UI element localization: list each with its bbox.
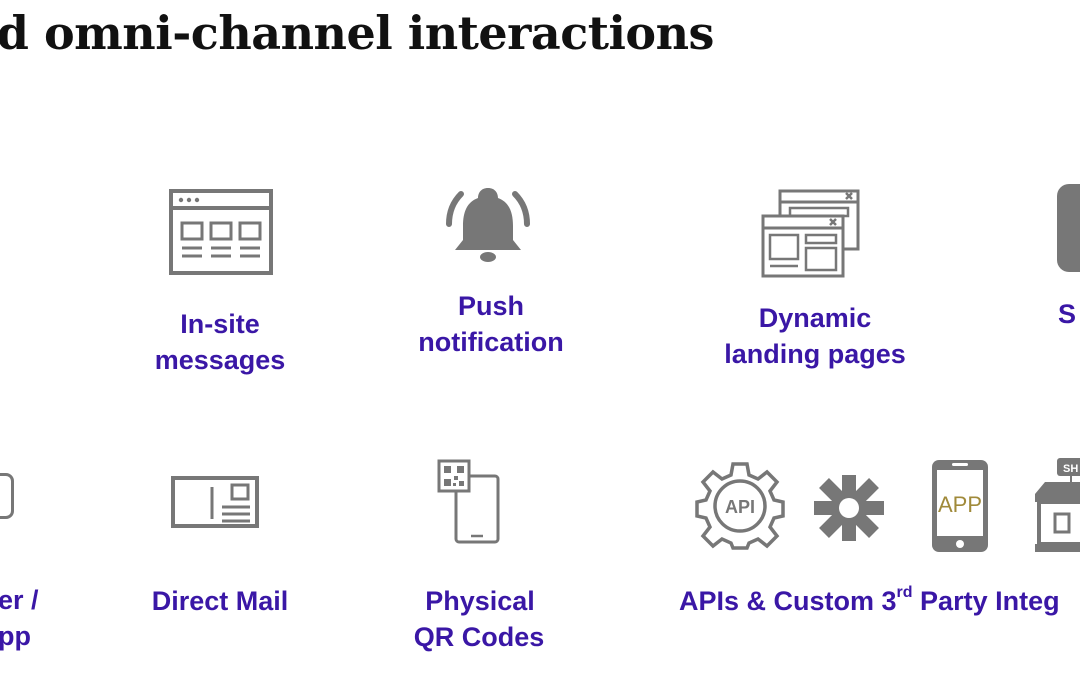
postcard-icon [171,476,259,528]
asterisk-icon [814,475,884,541]
tablet-qr-icon [437,459,500,544]
bell-icon [446,188,530,262]
partial-left-label: er / pp [0,585,39,651]
app-phone-icon: APP [932,460,988,552]
shop-icon: SH [1035,458,1080,552]
app-phone-text: APP [938,492,982,517]
physical-qr-codes-label: Physical QR Codes [413,586,545,652]
stacked-windows-icon [761,189,860,278]
api-gear-icon: API [695,462,785,550]
api-gear-text: API [725,497,755,517]
apis-integrations-label: APIs & Custom 3rd Party Integ [679,584,1060,616]
browser-window-icon [169,189,273,275]
shop-sign-text: SH [1063,463,1078,475]
partial-device-icon [0,473,14,519]
partial-rounded-square-icon [1057,184,1080,272]
insite-messages-label: In-site messages [154,309,286,375]
slide-title: ed omni-channel interactions [0,6,714,60]
push-notification-label: Push notification [418,291,564,357]
partial-right-label: S [1058,299,1077,329]
direct-mail-label: Direct Mail [151,586,289,616]
dynamic-landing-pages-label: Dynamic landing pages [724,303,906,369]
